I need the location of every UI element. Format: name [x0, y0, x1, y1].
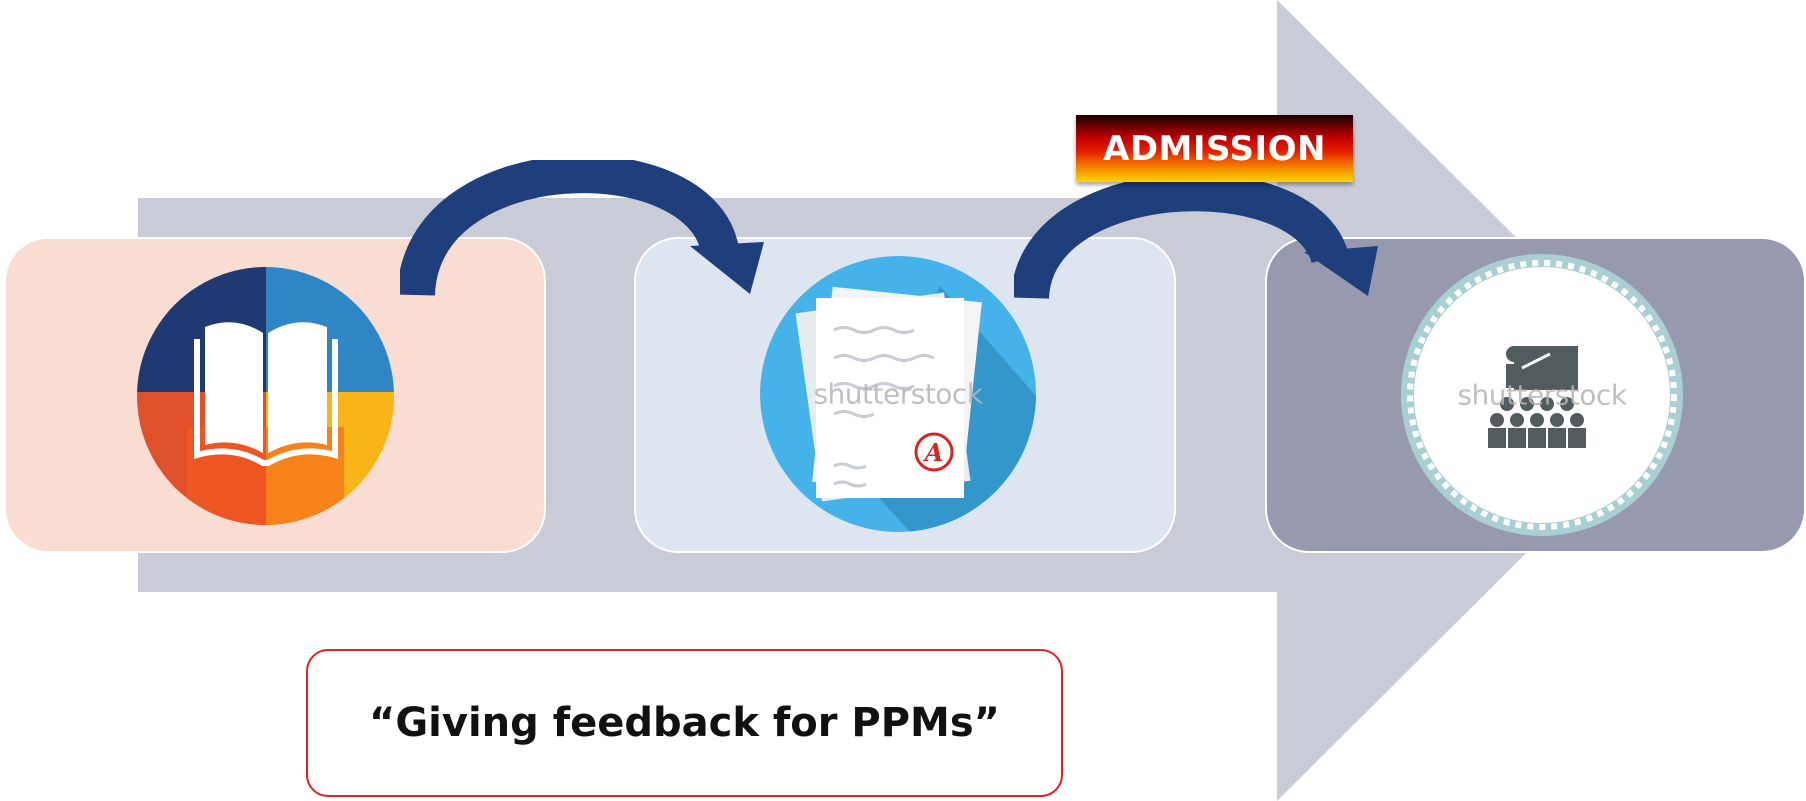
- stage-3-icon: shutterstock: [1400, 254, 1684, 536]
- caption-box: “Giving feedback for PPMs”: [306, 649, 1063, 797]
- open-book-icon: [137, 267, 394, 525]
- admission-badge: ADMISSION: [1076, 115, 1353, 182]
- admission-label: ADMISSION: [1103, 128, 1326, 169]
- graded-paper-icon: A: [760, 256, 1036, 532]
- stage-1-icon: [137, 267, 394, 525]
- svg-text:A: A: [923, 438, 944, 467]
- stage-2-icon: A shutterstock: [760, 256, 1036, 532]
- curved-arrow-2: [1014, 180, 1378, 300]
- caption-text: “Giving feedback for PPMs”: [369, 700, 1000, 746]
- classroom-teacher-icon: [1401, 254, 1683, 536]
- stage-2-watermark: shutterstock: [813, 377, 983, 411]
- curved-arrow-1: [400, 160, 764, 297]
- stage-3-watermark: shutterstock: [1457, 378, 1627, 412]
